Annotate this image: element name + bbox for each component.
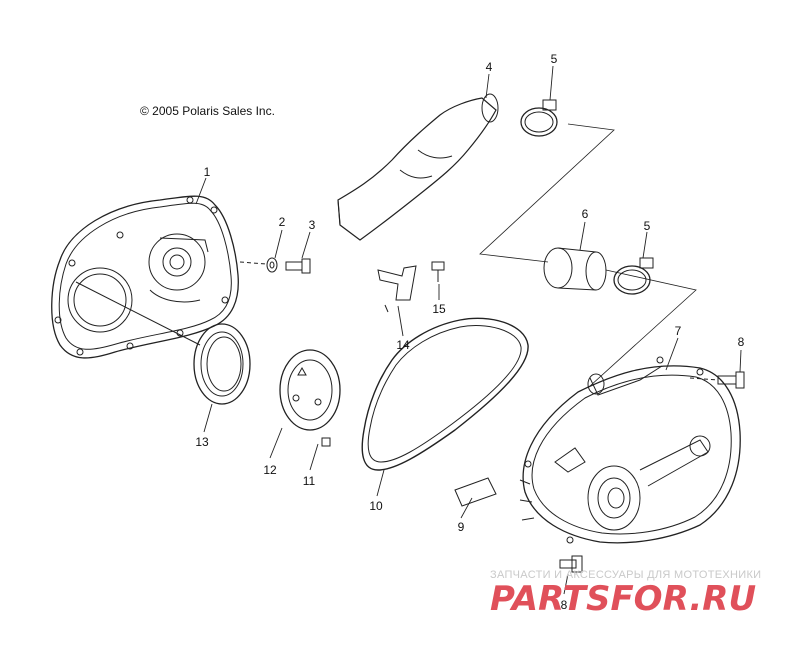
plate-part-12 xyxy=(279,349,341,431)
callout-13: 13 xyxy=(195,435,209,449)
watermark-logo: PARTSFOR.RU xyxy=(490,579,756,618)
callout-2: 2 xyxy=(278,215,286,229)
bracket-part-14 xyxy=(377,265,417,313)
outer-clutch-cover-part-7 xyxy=(519,356,741,544)
bolt-part-8-upper xyxy=(689,371,745,389)
watermark-tagline: ЗАПЧАСТИ И АКСЕССУАРЫ ДЛЯ МОТОТЕХНИКИ xyxy=(490,569,762,581)
callout-7: 7 xyxy=(674,324,682,338)
callout-15: 15 xyxy=(432,302,446,316)
callout-14: 14 xyxy=(396,338,410,352)
seal-part-13 xyxy=(193,323,251,405)
screw-part-15 xyxy=(431,261,445,282)
decal-part-9 xyxy=(454,477,497,507)
callout-8-lower: 8 xyxy=(560,598,568,612)
hose-clamp-part-5-upper xyxy=(520,99,558,137)
sleeve-part-6 xyxy=(543,247,607,291)
bolt-part-8-lower xyxy=(559,555,583,573)
callout-8-upper: 8 xyxy=(737,335,745,349)
callout-1: 1 xyxy=(203,165,211,179)
copyright-notice: © 2005 Polaris Sales Inc. xyxy=(140,104,275,118)
callout-12: 12 xyxy=(263,463,277,477)
callout-9: 9 xyxy=(457,520,465,534)
callout-5-upper: 5 xyxy=(550,52,558,66)
watermark-logo-text: PARTSFOR.RU xyxy=(490,579,756,618)
inner-clutch-cover xyxy=(51,195,239,359)
callout-3: 3 xyxy=(308,218,316,232)
routing-lines xyxy=(479,123,697,387)
callout-10: 10 xyxy=(369,499,383,513)
callout-4: 4 xyxy=(485,60,493,74)
leader-lines xyxy=(195,65,742,595)
callout-5-lower: 5 xyxy=(643,219,651,233)
intake-duct-part-4 xyxy=(337,93,499,241)
screw-part-11 xyxy=(321,437,331,447)
drive-belt-part-10 xyxy=(361,317,529,471)
callout-6: 6 xyxy=(581,207,589,221)
bolt-part-3 xyxy=(285,258,311,274)
callout-11: 11 xyxy=(302,474,316,488)
washer-part-2 xyxy=(239,257,278,273)
